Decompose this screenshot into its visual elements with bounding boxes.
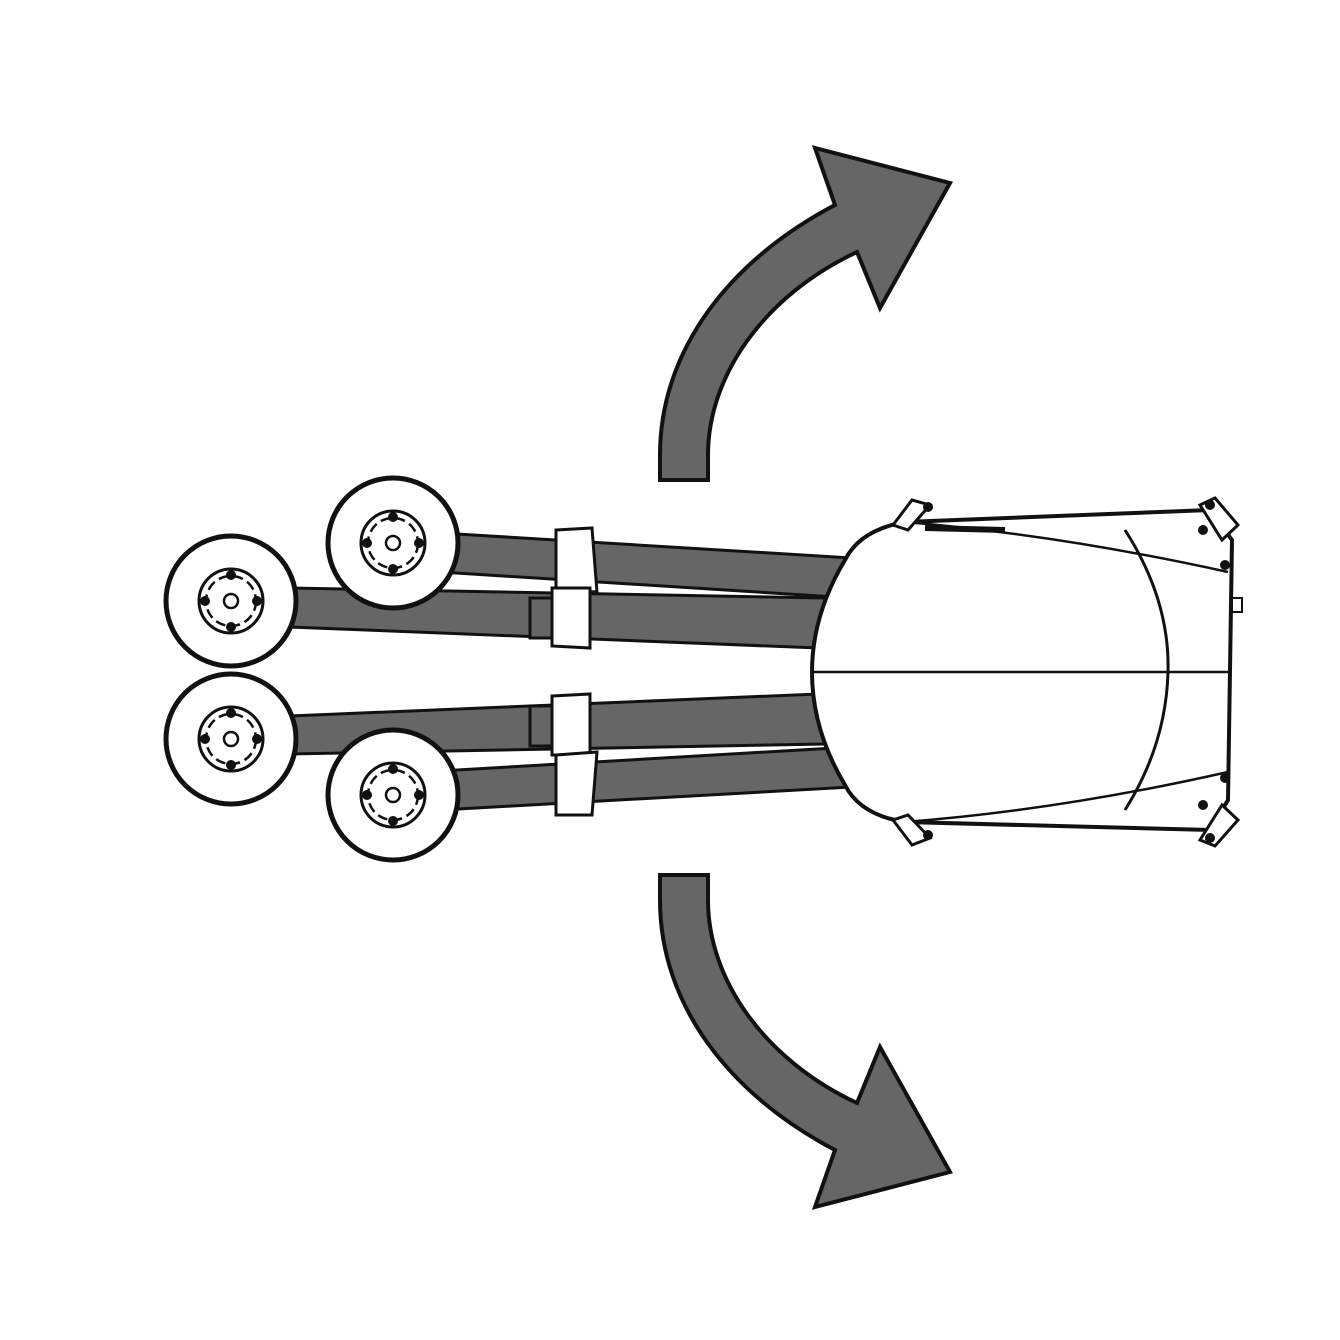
clamp-upper-inner [550, 586, 592, 650]
side-connector [1231, 597, 1243, 613]
wheels [163, 475, 461, 863]
wheel-lower-outer [325, 727, 461, 863]
curved-arrow-down-right-icon [658, 873, 954, 1210]
wheel-upper-outer [325, 475, 461, 611]
curved-arrow-up-right-icon [658, 145, 954, 482]
robot-body [809, 496, 1243, 848]
robot-body-shell [809, 507, 1235, 833]
wheel-hub-bolts [200, 708, 262, 770]
clamp-lower-inner-shade [528, 704, 554, 748]
clamp-lower-outer [554, 750, 599, 817]
wheel-lower-inner [163, 671, 299, 807]
robot-body-lower-edge [904, 770, 1229, 824]
wheel-upper-inner [163, 533, 299, 669]
body-bolts [923, 500, 1230, 843]
robot-body-top-strip [924, 525, 1006, 533]
clamp-upper-outer [554, 526, 599, 594]
clamp-upper-inner-shade [528, 596, 554, 640]
clamp-lower-inner [550, 692, 592, 757]
leg-clamps [528, 526, 599, 817]
wheel-hub-bolts [362, 764, 424, 826]
wheel-hub-bolts [362, 512, 424, 574]
wheel-hub-bolts [200, 570, 262, 632]
